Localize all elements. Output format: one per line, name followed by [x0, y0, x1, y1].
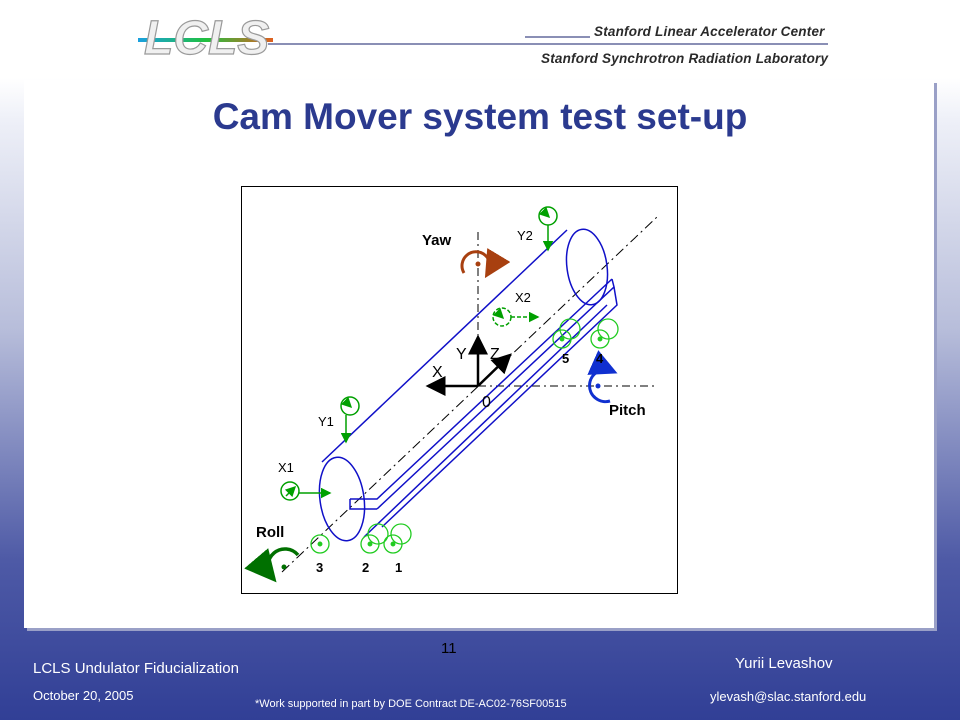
logo-text: LCLS — [144, 12, 269, 65]
page-number: 11 — [441, 640, 457, 657]
sensor-x2-icon — [492, 307, 540, 327]
cam-2-icon — [360, 523, 389, 554]
label-x2: X2 — [515, 290, 531, 305]
header-rule-2 — [525, 36, 590, 38]
sensor-y2-icon — [538, 206, 558, 252]
footer-work-note: *Work supported in part by DOE Contract … — [255, 698, 567, 710]
cam-5-icon — [552, 318, 581, 349]
label-axis-z: Z — [490, 346, 500, 363]
sensor-y1-icon — [340, 396, 360, 444]
slide-title: Cam Mover system test set-up — [212, 96, 748, 137]
cam-4-icon — [590, 318, 619, 349]
label-y2: Y2 — [517, 228, 533, 243]
label-cam-2: 2 — [362, 560, 369, 575]
roll-rotation-icon — [244, 547, 300, 583]
label-cam-4: 4 — [596, 351, 604, 366]
label-x1: X1 — [278, 460, 294, 475]
label-axis-y: Y — [456, 346, 467, 363]
cam-3-icon — [310, 534, 330, 554]
pitch-rotation-icon — [587, 350, 618, 404]
label-y1: Y1 — [318, 414, 334, 429]
label-roll: Roll — [256, 524, 284, 541]
sensor-x1-icon — [280, 481, 332, 501]
yaw-rotation-icon — [460, 248, 511, 279]
footer-author: Yurii Levashov — [735, 655, 833, 672]
footer-email: ylevash@slac.stanford.edu — [710, 689, 867, 704]
origin-axes — [425, 334, 512, 396]
lcls-logo: LCLS — [138, 11, 273, 66]
label-yaw: Yaw — [422, 232, 452, 249]
footer-presentation-title: LCLS Undulator Fiducialization — [33, 660, 239, 677]
undulator-body — [318, 228, 618, 542]
label-axis-x: X — [432, 364, 443, 381]
label-cam-1: 1 — [395, 560, 402, 575]
header-band: LCLS Stanford Linear Accelerator Center … — [0, 0, 960, 74]
beam-axis-line — [281, 216, 658, 573]
label-cam-5: 5 — [562, 351, 569, 366]
label-cam-3: 3 — [316, 560, 323, 575]
footer-date: October 20, 2005 — [33, 688, 134, 703]
label-pitch: Pitch — [609, 402, 646, 419]
lab-name-slac: Stanford Linear Accelerator Center — [594, 24, 825, 39]
lab-name-ssrl: Stanford Synchrotron Radiation Laborator… — [541, 51, 829, 66]
cam-mover-diagram: Y Z X 0 Yaw Pitch Roll Y2 — [241, 186, 678, 594]
header-rule-1 — [268, 43, 828, 45]
label-origin: 0 — [482, 394, 491, 411]
cam-1-icon — [383, 523, 412, 554]
diagram-svg: Y Z X 0 Yaw Pitch Roll Y2 — [244, 206, 658, 583]
